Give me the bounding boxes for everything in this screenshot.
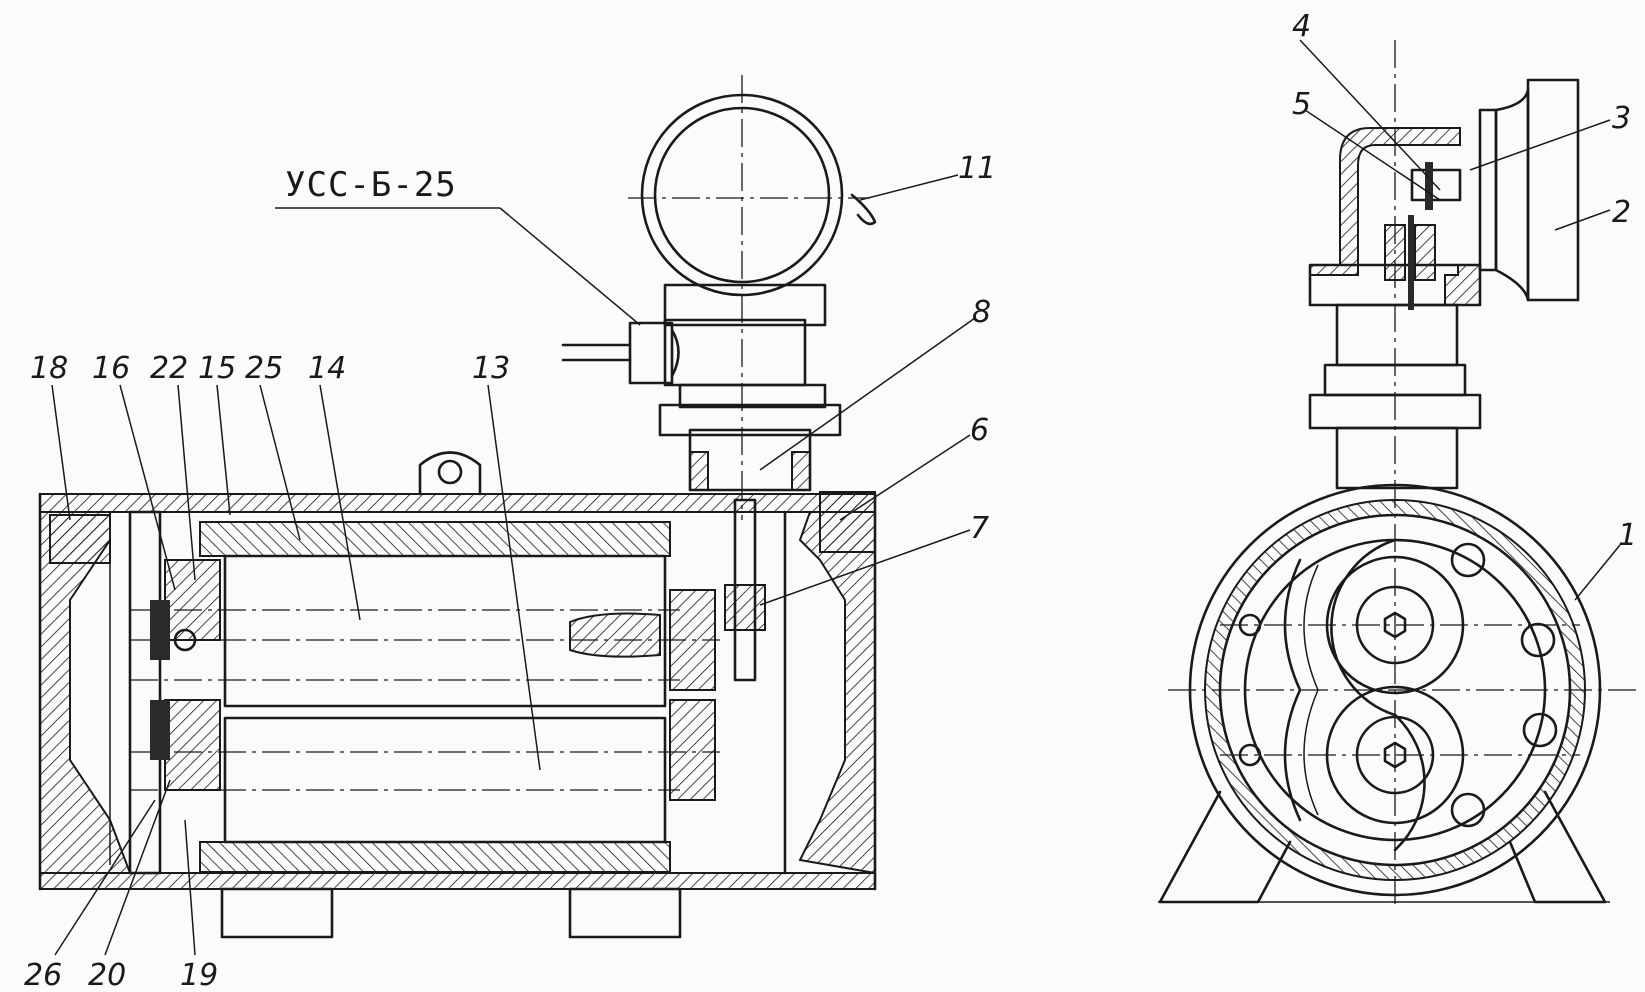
callout-15: 15: [198, 351, 236, 386]
side-section-view: [38, 75, 877, 939]
designation-label: УСС-Б-25: [285, 165, 457, 205]
callout-6: 6: [970, 413, 989, 448]
callout-1: 1: [1618, 518, 1637, 553]
front-view: [1158, 40, 1640, 905]
callout-18: 18: [30, 351, 68, 386]
sensor-block: [628, 321, 674, 385]
lifting-lug: [418, 451, 482, 496]
housing-top-wall: [39, 493, 876, 513]
motor-body-inner: [653, 106, 831, 284]
callout-20: 20: [88, 958, 126, 992]
left-cover-flange: [49, 514, 111, 564]
sensor-housing-right: [1444, 264, 1481, 306]
left-bearing-lower: [164, 699, 221, 791]
leader-lines: [51, 39, 1621, 956]
callout-11: 11: [958, 151, 996, 186]
rotor-upper: [223, 554, 667, 708]
housing-bottom-wall: [39, 872, 876, 890]
callout-4: 4: [1292, 9, 1311, 44]
mounting-flange: [658, 403, 842, 437]
drive-shaft-end: [569, 612, 661, 658]
callout-8: 8: [972, 295, 991, 330]
sensor-element: [1410, 168, 1462, 202]
motor-hook: [850, 193, 877, 226]
front-neck-lower: [1335, 426, 1459, 490]
front-neck: [1335, 303, 1459, 367]
foot-right: [568, 887, 682, 939]
callout-25: 25: [245, 351, 283, 386]
callout-13: 13: [472, 351, 510, 386]
stator-sleeve-top: [199, 521, 671, 557]
sensor-housing-left: [1309, 127, 1461, 305]
connector-cone: [1494, 88, 1530, 302]
left-bearing-upper: [164, 559, 221, 641]
right-end-cover: [798, 511, 876, 875]
foot-left: [220, 887, 334, 939]
rotor-lower: [223, 716, 667, 844]
left-bearing-plate: [128, 510, 162, 875]
callout-26: 26: [24, 958, 62, 992]
rotor-profile: [1330, 538, 1426, 852]
callout-3: 3: [1612, 101, 1631, 136]
motor-base: [663, 283, 827, 327]
right-bearing-upper: [669, 589, 716, 691]
callout-7: 7: [970, 511, 989, 546]
callout-14: 14: [308, 351, 346, 386]
callout-22: 22: [150, 351, 188, 386]
callout-19: 19: [180, 958, 218, 992]
motor-neck: [663, 318, 807, 387]
right-cover-flange: [819, 491, 876, 553]
right-bearing-lower: [669, 699, 716, 801]
stator-sleeve-bottom: [199, 841, 671, 873]
callout-16: 16: [92, 351, 130, 386]
connector-ring: [1478, 108, 1498, 272]
callout-5: 5: [1292, 87, 1311, 122]
coupling-sleeve: [724, 584, 766, 631]
callout-2: 2: [1612, 195, 1631, 230]
left-end-cover: [39, 511, 132, 874]
connector-body: [1526, 78, 1580, 302]
